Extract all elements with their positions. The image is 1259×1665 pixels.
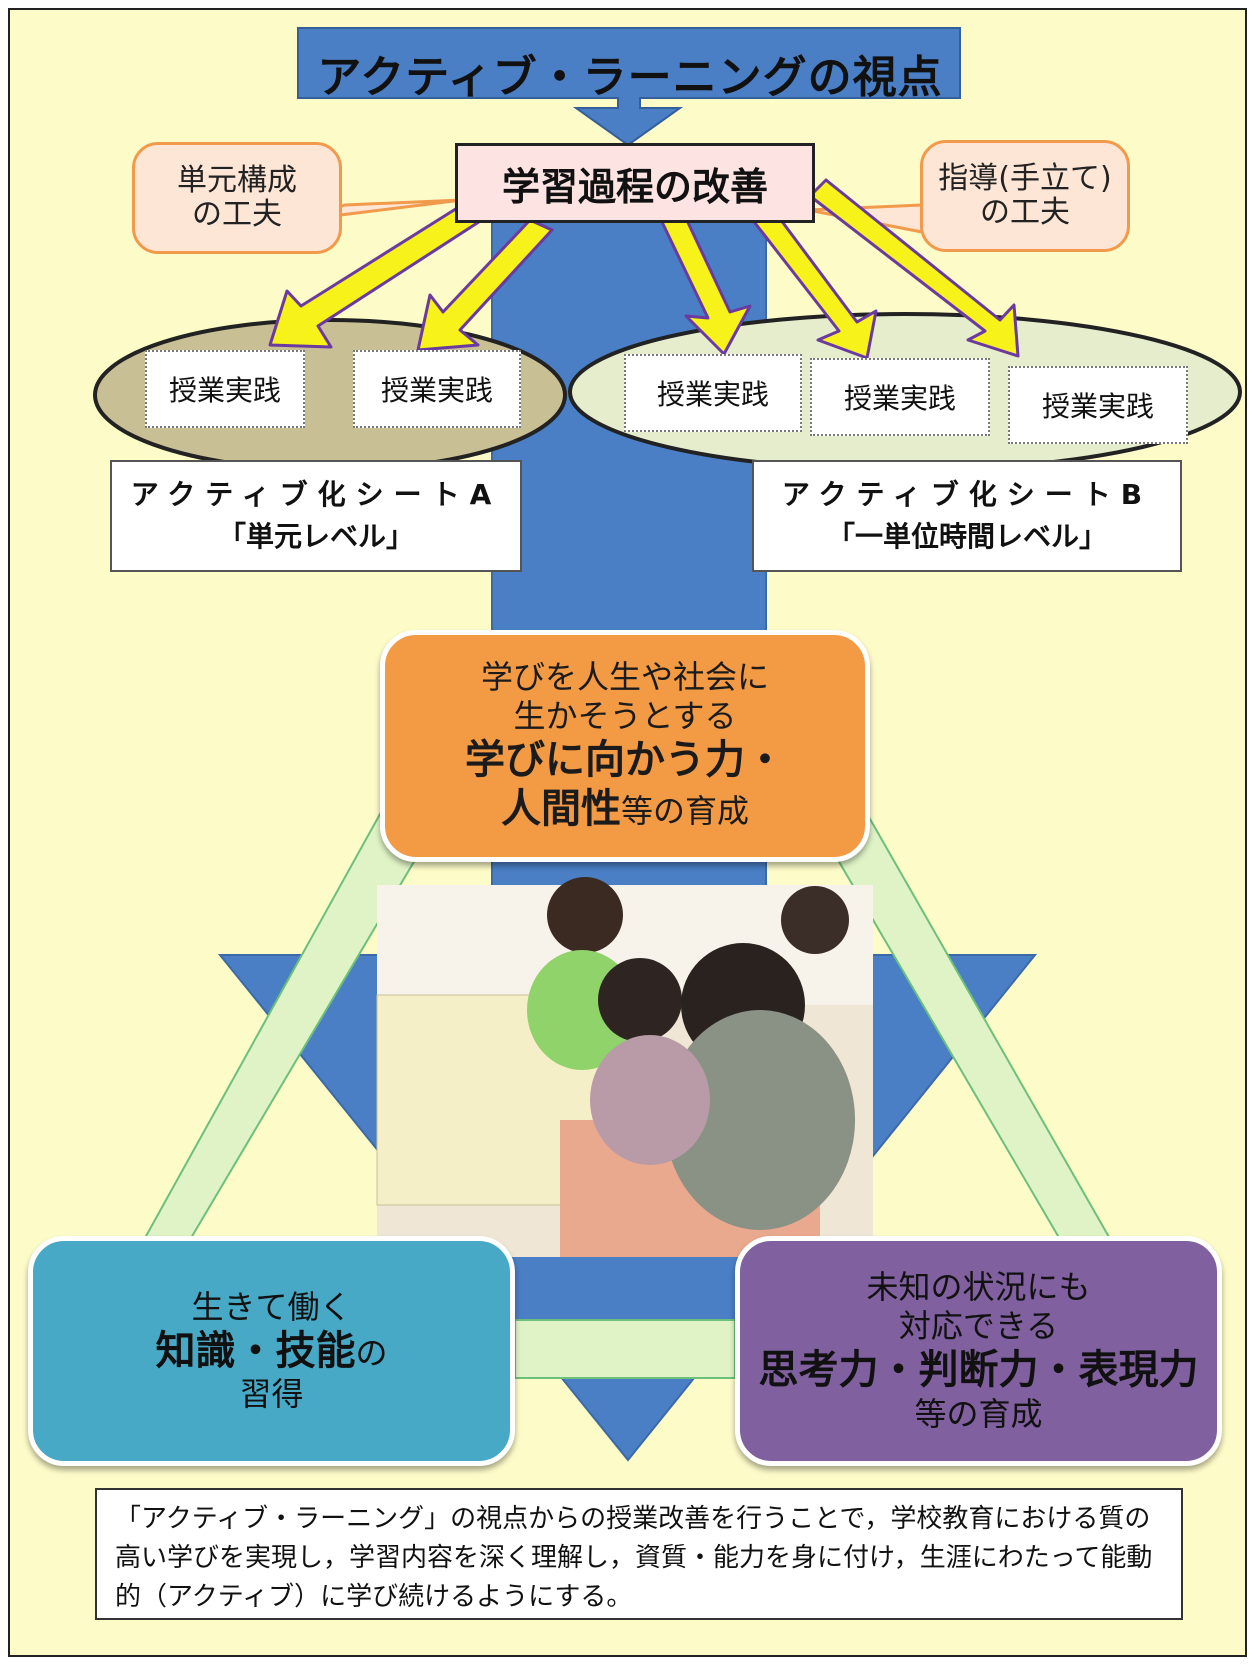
goal-knowledge-skills: 生きて働く 知識・技能の 習得 <box>28 1236 515 1466</box>
practice-box-3: 授業実践 <box>624 354 802 432</box>
practice-box-1: 授業実践 <box>145 350 305 428</box>
goal-left-line3: 習得 <box>239 1375 304 1414</box>
goal-right-line1: 未知の状況にも <box>866 1268 1091 1307</box>
goal-top-rest: 等の育成 <box>620 792 749 831</box>
active-sheet-a: アクティブ化シートA 「単元レベル」 <box>110 460 522 572</box>
goal-right-bold: 思考力・判断力・表現力 <box>758 1347 1199 1394</box>
goal-right-line2: 対応できる <box>898 1307 1059 1346</box>
goal-thinking-judgment-expression: 未知の状況にも 対応できる 思考力・判断力・表現力 等の育成 <box>735 1236 1222 1466</box>
goal-top-line2: 生かそうとする <box>513 697 737 736</box>
title-arrow <box>297 27 961 147</box>
yellow-arrow-1 <box>268 198 490 349</box>
sheet-a-level: 「単元レベル」 <box>217 520 414 553</box>
goal-top-bold2: 人間性 <box>500 786 621 833</box>
goal-left-bold: 知識・技能 <box>155 1327 356 1374</box>
title: アクティブ・ラーニングの視点 <box>317 52 943 103</box>
practice-box-4: 授業実践 <box>810 358 990 436</box>
yellow-arrow-3 <box>660 212 752 356</box>
summary-text: 「アクティブ・ラーニング」の視点からの授業改善を行うことで，学校教育における質の… <box>95 1488 1183 1620</box>
callout-left-line2: の工夫 <box>192 197 282 232</box>
goal-motivation-humanity: 学びを人生や社会に 生かそうとする 学びに向かう力・ 人間性等の育成 <box>380 630 870 862</box>
callout-left-line1: 単元構成 <box>177 162 297 198</box>
callout-guidance: 指導(手立て) の工夫 <box>920 140 1130 252</box>
sheet-a-title: アクティブ化シートA <box>130 478 502 511</box>
sheet-b-level: 「一単位時間レベル」 <box>826 520 1107 553</box>
callout-right-line2: の工夫 <box>979 195 1070 230</box>
goal-top-line1: 学びを人生や社会に <box>480 658 769 697</box>
callout-unit-design: 単元構成 の工夫 <box>132 142 342 254</box>
green-band-bottom <box>514 1319 736 1379</box>
goal-left-rest: の <box>355 1333 388 1372</box>
goal-top-bold1: 学びに向かう力・ <box>465 737 785 784</box>
goal-right-line4: 等の育成 <box>914 1394 1043 1433</box>
active-sheet-b: アクティブ化シートB 「一単位時間レベル」 <box>752 460 1182 572</box>
learning-process-box: 学習過程の改善 <box>455 143 815 223</box>
yellow-arrow-2 <box>416 218 554 352</box>
goal-left-line1: 生きて働く <box>191 1287 352 1326</box>
photo-scene <box>376 877 873 1257</box>
practice-box-5: 授業実践 <box>1008 366 1188 444</box>
yellow-arrow-5 <box>808 178 1020 358</box>
classroom-photo <box>377 885 873 1257</box>
practice-box-2: 授業実践 <box>353 350 521 428</box>
sheet-b-title: アクティブ化シートB <box>781 478 1153 511</box>
callout-right-line1: 指導(手立て) <box>938 160 1112 196</box>
